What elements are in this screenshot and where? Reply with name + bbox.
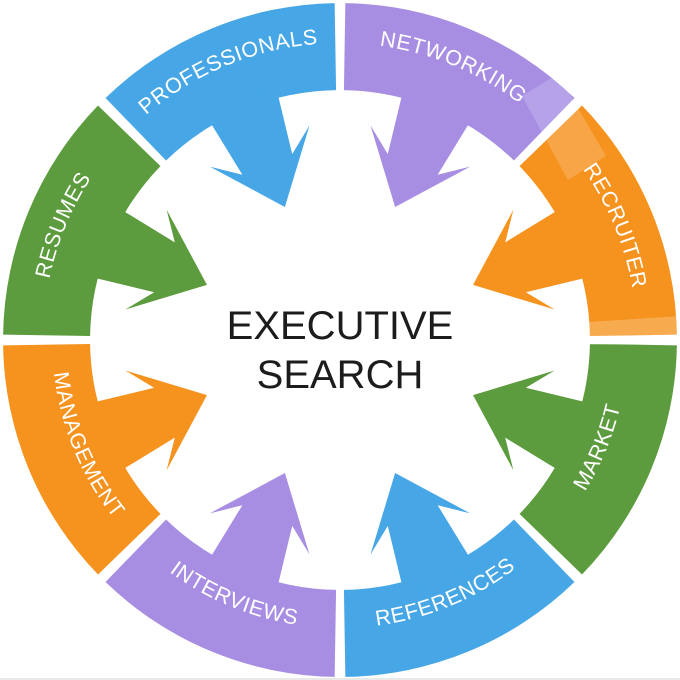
center-title-line1: EXECUTIVE bbox=[227, 304, 454, 348]
bottom-border bbox=[0, 678, 680, 680]
glare-highlight bbox=[588, 316, 680, 345]
glare-highlight bbox=[522, 74, 606, 180]
segment-market: MARKET bbox=[452, 314, 680, 584]
segment-interviews: INTERVIEWS bbox=[96, 452, 366, 680]
center-title-line2: SEARCH bbox=[257, 353, 424, 397]
